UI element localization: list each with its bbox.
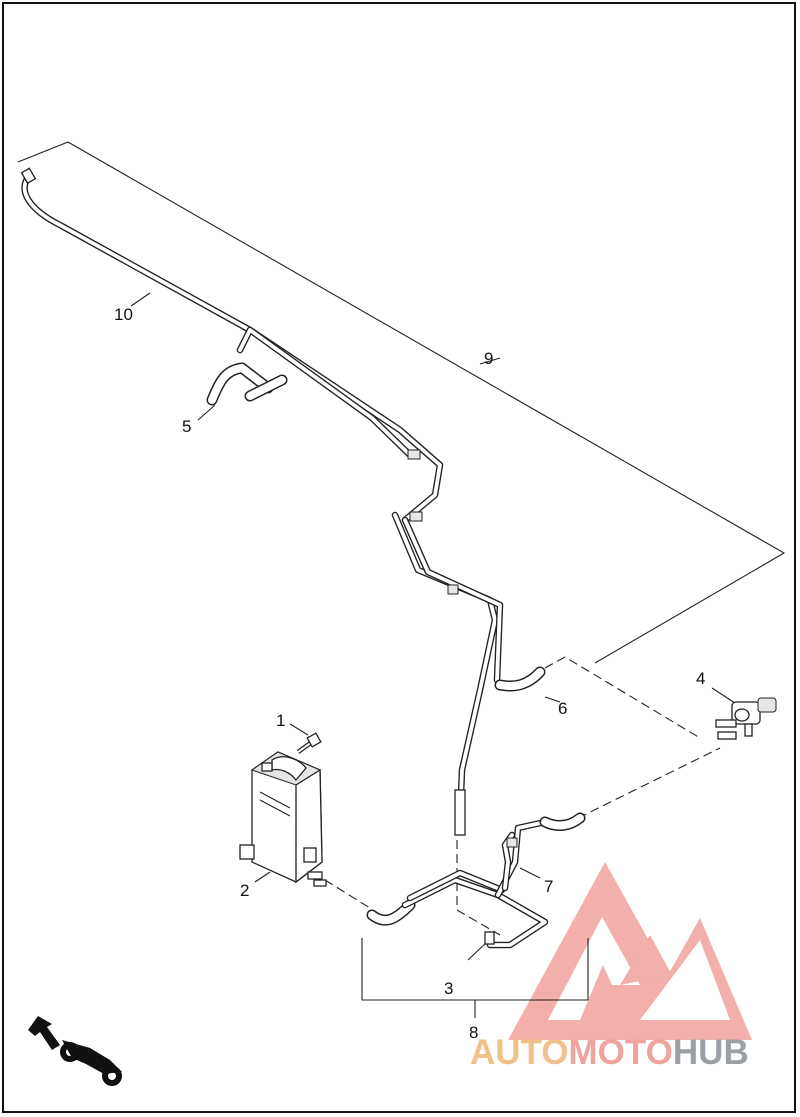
callout-5: 5 — [182, 417, 191, 436]
purge-solenoid-4 — [715, 697, 777, 740]
hose-5 — [206, 362, 288, 406]
callout-4: 4 — [696, 669, 705, 688]
callout-10: 10 — [114, 305, 133, 324]
callout-7: 7 — [544, 877, 553, 896]
callout-6: 6 — [558, 699, 567, 718]
watermark-auto: AUTO — [470, 1033, 569, 1072]
arrow-motorcycle-icon — [28, 1016, 122, 1086]
callout-1: 1 — [276, 711, 285, 730]
callout-labels: 1 2 3 4 5 6 7 8 9 10 — [114, 305, 705, 1042]
watermark-brand-text: AUTOMOTOHUB — [470, 1033, 749, 1073]
callout-9: 9 — [484, 349, 493, 368]
leader-lines — [17, 141, 786, 1018]
tube-assembly-8 — [366, 812, 586, 949]
watermark-hub: HUB — [672, 1033, 749, 1072]
watermark-moto: MOTO — [568, 1033, 673, 1072]
charcoal-canister-2 — [239, 751, 327, 887]
watermark-logo-icon — [508, 862, 752, 1040]
callout-2: 2 — [240, 881, 249, 900]
hose-6 — [494, 666, 546, 692]
callout-3: 3 — [444, 979, 453, 998]
screw-1 — [296, 732, 322, 754]
callout-8: 8 — [469, 1023, 478, 1042]
assembly-dash-lines — [324, 656, 721, 936]
vent-tube-10 — [20, 167, 504, 836]
